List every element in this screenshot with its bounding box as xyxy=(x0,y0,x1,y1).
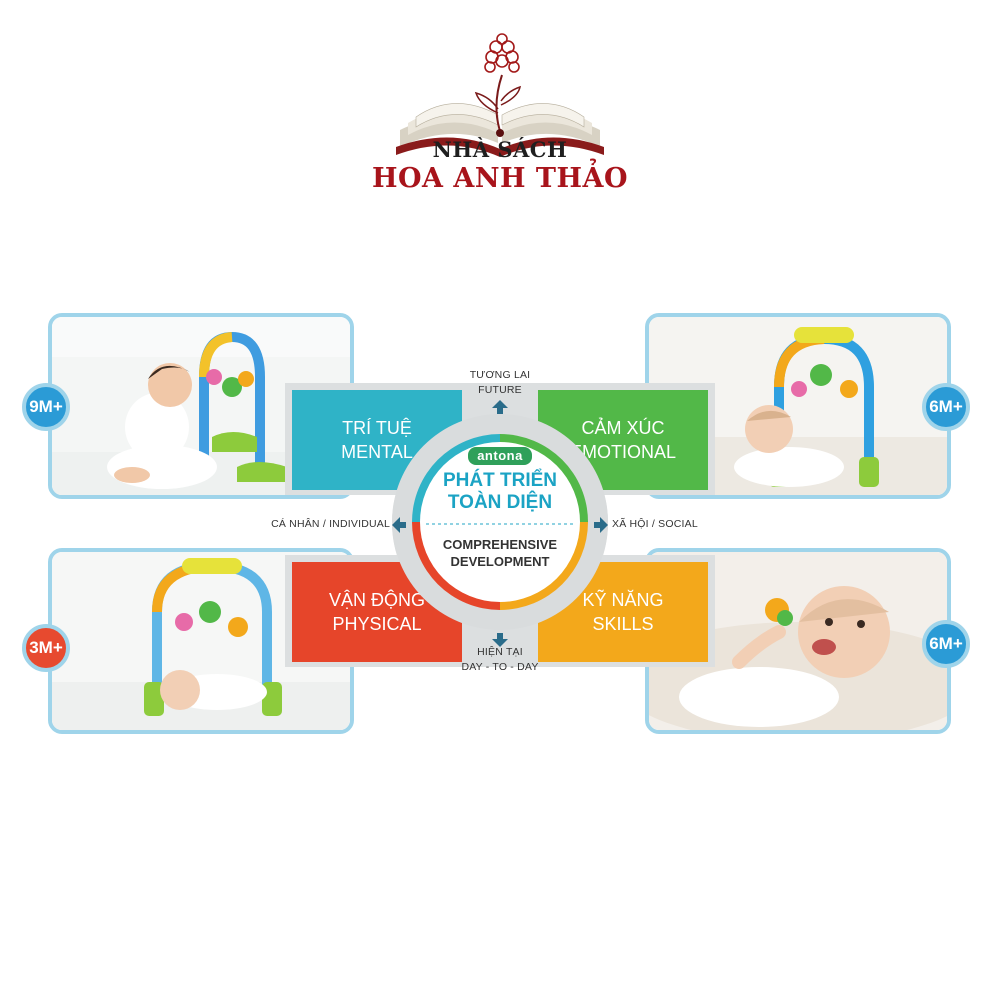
bookstore-logo-icon xyxy=(396,33,604,157)
axis-bottom-line2: DAY - TO - DAY xyxy=(461,661,539,673)
tile-physical-vi: VẬN ĐỘNG xyxy=(328,590,425,610)
center-subtitle-line2: DEVELOPMENT xyxy=(450,554,550,569)
axis-right-label: XÃ HỘI / SOCIAL xyxy=(612,518,698,530)
arrow-left-icon xyxy=(392,517,406,533)
tile-skills-en: SKILLS xyxy=(592,614,654,634)
age-badge-6m-top: 6M+ xyxy=(922,383,970,431)
center-title-line1: PHÁT TRIỂN xyxy=(443,470,557,491)
brand-name-line2: HOA ANH THẢO xyxy=(372,163,628,194)
tile-mental-vi: TRÍ TUỆ xyxy=(342,418,412,438)
axis-left-label: CÁ NHÂN / INDIVIDUAL xyxy=(271,518,390,530)
tile-physical-en: PHYSICAL xyxy=(332,614,422,634)
age-badge-6m-bottom: 6M+ xyxy=(922,620,970,668)
center-subtitle-line1: COMPREHENSIVE xyxy=(442,537,558,552)
arrow-down-icon xyxy=(492,633,508,647)
antona-logo: antona xyxy=(468,447,532,465)
tile-emotional-en: EMOTIONAL xyxy=(569,442,676,462)
center-wheel xyxy=(392,414,608,630)
age-badge-9m: 9M+ xyxy=(22,383,70,431)
center-title-line2: TOÀN DIỆN xyxy=(447,492,553,513)
tile-mental-en: MENTAL xyxy=(341,442,413,462)
axis-bottom-line1: HIỆN TẠI xyxy=(477,646,523,658)
tile-skills-vi: KỸ NĂNG xyxy=(582,590,664,610)
axis-top-label: TƯƠNG LAI FUTURE xyxy=(440,368,560,398)
tile-skills: KỸ NĂNG SKILLS xyxy=(538,562,708,662)
axis-bottom-label: HIỆN TẠI DAY - TO - DAY xyxy=(440,645,560,675)
brand-name-line1: NHÀ SÁCH xyxy=(432,137,568,162)
arrow-right-icon xyxy=(594,517,608,533)
photo-card-6m-emotional xyxy=(645,313,951,499)
age-badge-3m: 3M+ xyxy=(22,624,70,672)
axis-top-line2: FUTURE xyxy=(478,384,522,396)
arrow-up-icon xyxy=(492,400,508,414)
tile-emotional-vi: CẢM XÚC xyxy=(581,418,665,438)
tile-physical: VẬN ĐỘNG PHYSICAL xyxy=(292,562,462,662)
axis-top-line1: TƯƠNG LAI xyxy=(469,369,531,381)
